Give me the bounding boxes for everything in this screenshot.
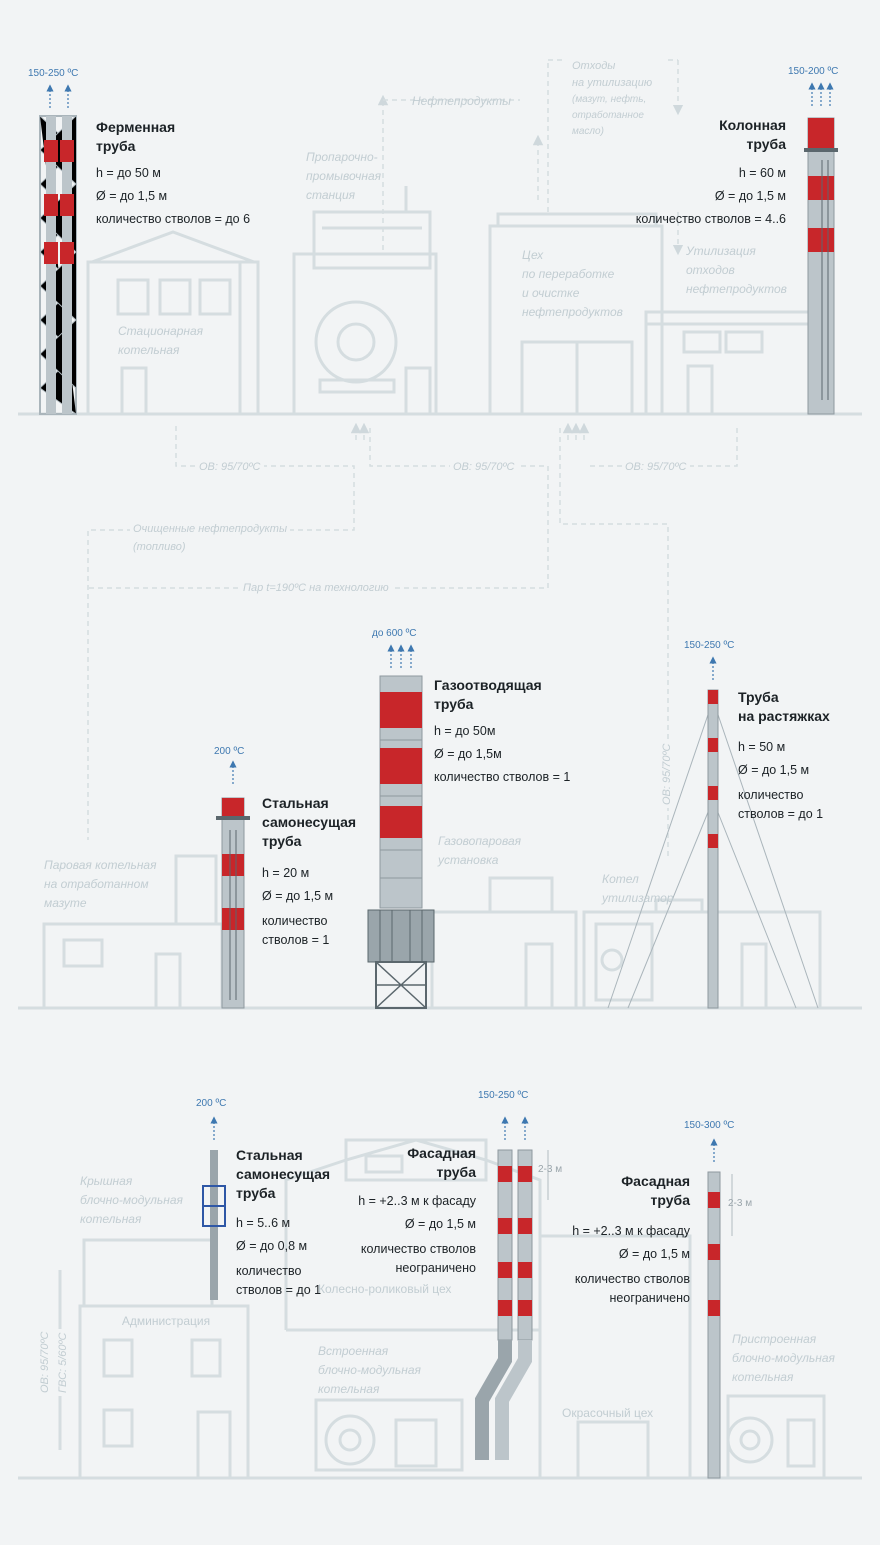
steam-boiler-label: Паровая котельная на отработанном мазуте — [44, 858, 157, 910]
facade-2-diameter: Ø = до 1,5 м — [618, 1247, 690, 1261]
ov-vertical-bottom: ОВ: 95/70ºС — [38, 1328, 52, 1396]
facade-1-diameter: Ø = до 1,5 м — [404, 1217, 476, 1231]
steel-height: h = 20 м — [262, 866, 310, 880]
ov-label-2: ОВ: 95/70ºС — [450, 460, 518, 474]
truss-diameter: Ø = до 1,5 м — [96, 189, 168, 203]
facade-1-smoke-arrows — [501, 1116, 529, 1140]
truss-barrels: количество стволов = до 6 — [96, 212, 251, 226]
truss-temp: 150-250 ºС — [28, 68, 79, 79]
roof-steel-temp: 200 ºС — [196, 1098, 227, 1109]
steam-line-label: Пар t=190ºС на технологию — [240, 581, 392, 595]
roof-boiler-label: Крышная блочно-модульная котельная — [80, 1174, 183, 1226]
gas-temp: до 600 ºС — [372, 628, 417, 639]
boiler-station-label: Стационарная котельная — [118, 324, 204, 357]
truss-pipe — [39, 115, 77, 415]
gas-height: h = до 50м — [434, 724, 496, 738]
guyed-barrels: количество стволов = до 1 — [738, 788, 824, 821]
steam-station-label: Пропарочно- промывочная станция — [306, 150, 382, 202]
waste-title-label: Отходы на утилизацию — [572, 60, 653, 89]
gas-title: Газоотводящая труба — [434, 677, 542, 712]
waste-detail-label: (мазут, нефть, отработанное масло) — [572, 94, 647, 137]
truss-smoke-arrows — [46, 84, 72, 108]
steel-barrels: количество стволов = 1 — [262, 914, 330, 947]
column-title: Колонная труба — [719, 117, 786, 152]
steel-diameter: Ø = до 1,5 м — [262, 889, 334, 903]
gas-steam-unit-label: Газовопаровая установка — [438, 834, 522, 867]
facade-pipe-1 — [475, 1149, 549, 1460]
truss-height: h = до 50 м — [96, 166, 161, 180]
gas-pipe-smoke-arrows — [387, 644, 415, 668]
gas-barrels: количество стволов = 1 — [434, 770, 571, 784]
column-diameter: Ø = до 1,5 м — [714, 189, 786, 203]
facade-1-title: Фасадная труба — [407, 1145, 476, 1180]
top-ghost-flows — [87, 59, 738, 860]
facade-2-height: h = +2..3 м к фасаду — [572, 1224, 690, 1238]
facade-2-temp: 150-300 ºС — [684, 1120, 735, 1131]
attached-boiler-label: Пристроенная блочно-модульная котельная — [732, 1332, 835, 1384]
waste-disposal-label: Утилизация отходов нефтепродуктов — [686, 244, 787, 296]
column-smoke-arrows — [808, 82, 834, 106]
column-barrels: количество стволов = 4..6 — [635, 212, 786, 226]
facade-2-title: Фасадная труба — [621, 1173, 690, 1208]
column-height: h = 60 м — [738, 166, 786, 180]
guyed-diameter: Ø = до 1,5 м — [738, 763, 810, 777]
steel-temp: 200 ºС — [214, 746, 245, 757]
gas-diameter: Ø = до 1,5м — [434, 747, 502, 761]
gas-exhaust-pipe — [367, 675, 435, 1009]
steel-title: Стальная самонесущая труба — [262, 795, 357, 849]
roof-steel-title: Стальная самонесущая труба — [236, 1147, 331, 1201]
oil-shop-label: Цех по переработке и очистке нефтепродук… — [522, 248, 623, 319]
ov-label-1: ОВ: 95/70ºС — [196, 460, 264, 474]
waste-heat-boiler-label: Котел утилизатор — [602, 872, 674, 905]
roof-steel-pipe — [202, 1150, 226, 1300]
roof-steel-height: h = 5..6 м — [236, 1216, 291, 1230]
built-in-boiler-label: Встроенная блочно-модульная котельная — [318, 1344, 421, 1396]
paint-shop-label: Окрасочный цех — [562, 1406, 654, 1420]
guyed-pipe — [607, 689, 819, 1009]
wheel-shop-label: Колесно-роликовый цех — [318, 1282, 452, 1296]
admin-label: Администрация — [121, 1314, 211, 1328]
column-temp: 150-200 ºС — [788, 66, 839, 77]
steel-pipe-middle — [216, 797, 250, 1009]
facade-pipe-2 — [707, 1171, 733, 1479]
column-pipe — [804, 117, 838, 415]
roof-steel-diameter: Ø = до 0,8 м — [236, 1239, 308, 1253]
guyed-title: Труба на растяжках — [738, 689, 830, 724]
truss-title: Ферменная труба — [96, 119, 176, 154]
facade-2-dim: 2-3 м — [728, 1198, 753, 1209]
facade-2-barrels: количество стволов неограничено — [574, 1272, 690, 1305]
ov-vertical-middle: ОВ: 95/70ºС — [660, 740, 674, 808]
roof-steel-barrels: количество стволов = до 1 — [236, 1264, 322, 1297]
cleaned-products-label: Очищенные нефтепродукты (топливо) — [130, 520, 291, 556]
facade-1-temp: 150-250 ºС — [478, 1090, 529, 1101]
guyed-height: h = 50 м — [738, 740, 786, 754]
top-ghost-buildings — [18, 186, 862, 416]
gvs-vertical-bottom: ГВС: 5/60ºС — [56, 1329, 70, 1396]
guyed-temp: 150-250 ºС — [684, 640, 735, 651]
oil-products-label: Нефтепродукты — [412, 94, 511, 108]
ov-label-3: ОВ: 95/70ºС — [622, 460, 690, 474]
facade-1-dim: 2-3 м — [538, 1164, 563, 1175]
bottom-ghost-buildings — [18, 1138, 862, 1480]
facade-1-barrels: количество стволов неограничено — [360, 1242, 476, 1275]
facade-1-height: h = +2..3 м к фасаду — [358, 1194, 476, 1208]
